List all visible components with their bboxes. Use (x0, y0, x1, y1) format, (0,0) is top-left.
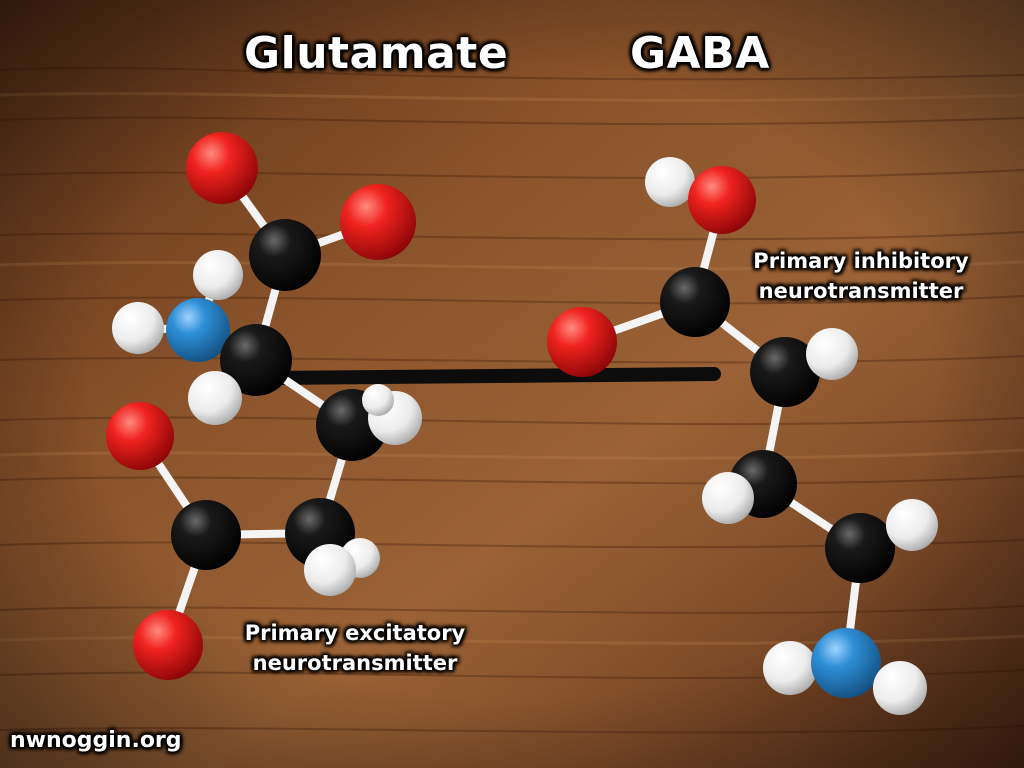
oxygen-atom (186, 132, 258, 204)
oxygen-atom (106, 402, 174, 470)
nitrogen-atom (811, 628, 881, 698)
gaba-model (547, 157, 938, 715)
glutamate-title: Glutamate (244, 28, 509, 79)
inhibitory-caption-line1: Primary inhibitory (753, 249, 969, 273)
hydrogen-atom (188, 371, 242, 425)
oxygen-atom (133, 610, 203, 680)
hydrogen-atom (304, 544, 356, 596)
hydrogen-atom (873, 661, 927, 715)
gaba-title: GABA (630, 28, 770, 79)
oxygen-atom (688, 166, 756, 234)
carbon-atom (750, 337, 820, 407)
hydrogen-atom (645, 157, 695, 207)
excitatory-caption: Primary excitatory neurotransmitter (230, 618, 480, 678)
excitatory-caption-line1: Primary excitatory (244, 621, 466, 645)
hydrogen-atom (112, 302, 164, 354)
excitatory-caption-line2: neurotransmitter (252, 651, 458, 675)
hydrogen-atom (806, 328, 858, 380)
hydrogen-atom (702, 472, 754, 524)
glutamate-model (106, 132, 422, 680)
watermark: nwnoggin.org (10, 728, 182, 753)
carbon-atom (825, 513, 895, 583)
nitrogen-atom (166, 298, 230, 362)
carbon-atom (660, 267, 730, 337)
hydrogen-atom (886, 499, 938, 551)
oxygen-atom (547, 307, 617, 377)
hydrogen-atom (193, 250, 243, 300)
carbon-atom (220, 324, 292, 396)
hydrogen-atom (763, 641, 817, 695)
inhibitory-caption-line2: neurotransmitter (758, 279, 964, 303)
oxygen-atom (340, 184, 416, 260)
carbon-atom (171, 500, 241, 570)
hydrogen-atom (362, 384, 394, 416)
carbon-atom (249, 219, 321, 291)
divider-rod (263, 367, 721, 385)
inhibitory-caption: Primary inhibitory neurotransmitter (738, 246, 984, 306)
